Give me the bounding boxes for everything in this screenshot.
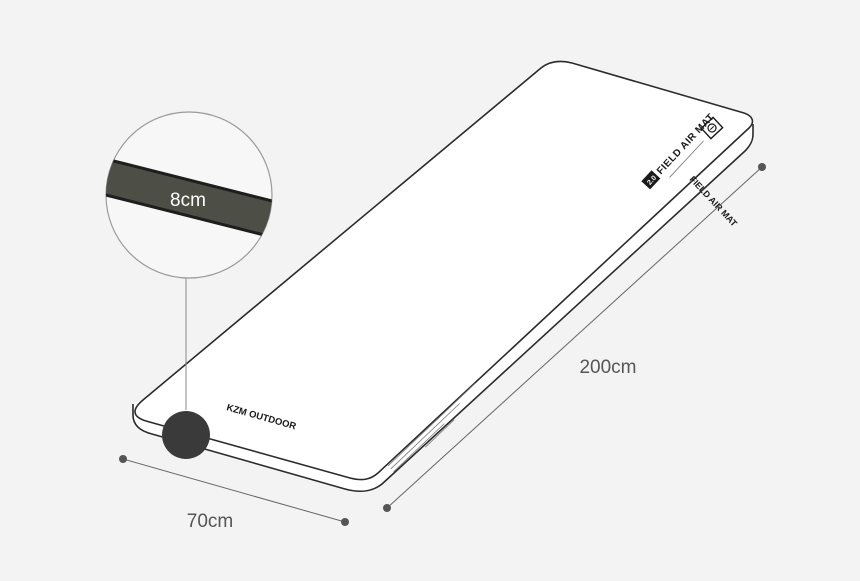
thickness-label: 8cm bbox=[170, 190, 206, 211]
top-logo-text: FIELD AIR MAT bbox=[688, 174, 740, 229]
width-dimension-start-dot bbox=[119, 455, 127, 463]
width-label: 70cm bbox=[187, 511, 233, 532]
air-mat bbox=[132, 60, 754, 493]
length-dimension-start-dot bbox=[383, 504, 391, 512]
kzm-emblem-icon bbox=[700, 116, 724, 140]
thickness-callout: 8cm bbox=[105, 111, 273, 459]
length-dimension-line bbox=[386, 166, 763, 509]
side-fine-print bbox=[387, 383, 476, 473]
top-logo-badge: 2.0 bbox=[646, 175, 658, 187]
top-logo-badge-box bbox=[641, 170, 661, 190]
top-logo-subline bbox=[669, 140, 704, 178]
width-dimension: 70cm bbox=[119, 455, 349, 532]
length-label: 200cm bbox=[579, 357, 636, 378]
length-dimension: 200cm bbox=[383, 163, 766, 512]
width-dimension-line bbox=[122, 458, 346, 523]
length-dimension-end-dot bbox=[758, 163, 766, 171]
width-dimension-end-dot bbox=[341, 518, 349, 526]
mat-top-surface bbox=[134, 60, 754, 481]
callout-focus-dot bbox=[162, 411, 210, 459]
